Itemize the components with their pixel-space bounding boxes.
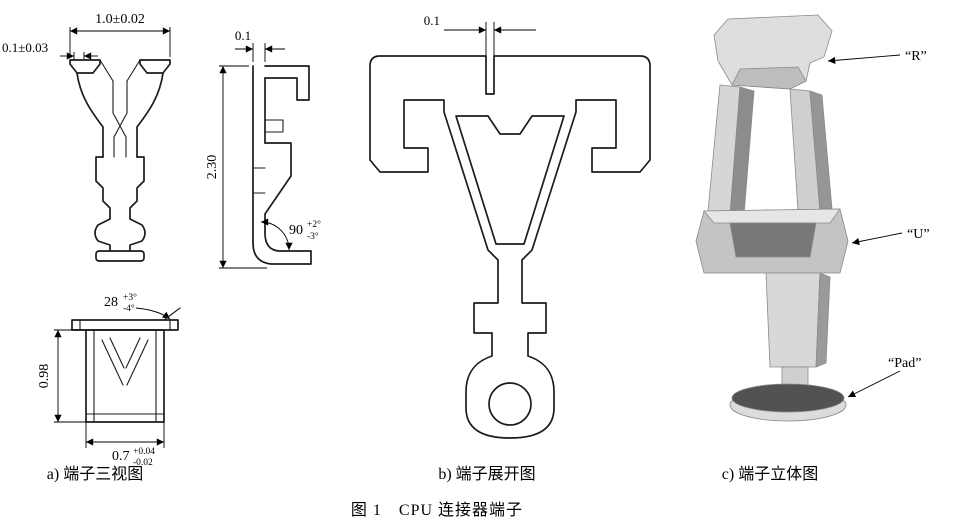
iso-callouts: “R” “U” “Pad” xyxy=(827,49,930,398)
dim-front-tab: 0.1±0.03 xyxy=(2,40,48,55)
dim-bottom-angle-base: 28 xyxy=(104,295,118,310)
flat-locating-hole xyxy=(488,382,532,426)
bottom-beam-slots xyxy=(101,337,149,386)
dim-bottom-width-sup: +0.04 xyxy=(133,447,155,457)
front-foot-pad xyxy=(95,250,145,262)
bottom-view-drawing: 28 +3° -4° 0.98 0.7 +0.04 -0.02 xyxy=(37,292,181,468)
dim-side-angle-sup: +2° xyxy=(307,219,321,230)
front-body xyxy=(94,156,146,252)
iso-u-bracket-top xyxy=(703,208,841,224)
front-view-drawing: 1.0±0.02 0.1±0.03 xyxy=(2,12,171,262)
side-strip xyxy=(252,65,266,244)
side-top-hook xyxy=(264,65,310,101)
iso-u-bracket-inner xyxy=(729,222,817,258)
flat-pattern-drawing: 0.1 xyxy=(369,13,651,439)
dim-side-angle-sub: -3° xyxy=(307,231,319,242)
bottom-terminal-outline xyxy=(71,307,181,423)
side-thickness-dimension: 0.1 xyxy=(235,28,285,62)
front-outer-beams xyxy=(76,72,164,158)
dim-bottom-angle-sub: -4° xyxy=(123,303,135,314)
iso-label-pad: “Pad” xyxy=(888,356,921,371)
side-bend-marks xyxy=(252,167,266,194)
dim-bottom-height: 0.98 xyxy=(37,364,52,389)
side-view-drawing: 0.1 2.30 90 +2° -3° xyxy=(205,28,321,269)
view-label-c: c) 端子立体图 xyxy=(721,466,819,483)
side-angle-dimension: 90 +2° -3° xyxy=(260,218,321,251)
flat-outer-contour xyxy=(369,55,651,439)
front-width-dimension: 1.0±0.02 xyxy=(69,12,171,57)
iso-pad-top xyxy=(731,383,845,413)
iso-terminal-render xyxy=(695,14,849,422)
iso-lower-leg-shade xyxy=(815,272,831,368)
flat-central-cutout xyxy=(455,115,565,245)
front-funnel-lines xyxy=(99,59,141,82)
dim-side-thickness: 0.1 xyxy=(235,28,251,43)
bottom-body xyxy=(85,329,165,423)
iso-label-r: “R” xyxy=(905,49,927,64)
view-label-a: a) 端子三视图 xyxy=(46,466,144,483)
bottom-flange xyxy=(71,319,179,331)
front-right-tab xyxy=(139,59,171,74)
dim-flat-slit: 0.1 xyxy=(424,13,440,28)
front-inner-beams xyxy=(112,80,128,158)
front-left-tab xyxy=(69,59,101,74)
dim-side-angle-base: 90 xyxy=(289,223,303,238)
iso-top-block-shade xyxy=(731,66,807,90)
iso-view-drawing: “R” “U” “Pad” xyxy=(695,14,930,422)
dim-bottom-angle-sup: +3° xyxy=(123,292,137,303)
dim-bottom-width-sub: -0.02 xyxy=(133,458,153,468)
side-step xyxy=(264,119,284,133)
side-mid-panel xyxy=(264,142,292,234)
dim-front-width: 1.0±0.02 xyxy=(95,12,145,27)
dim-side-height: 2.30 xyxy=(205,155,220,180)
bottom-height-dimension: 0.98 xyxy=(37,329,86,423)
front-tab-dimension: 0.1±0.03 xyxy=(2,40,98,60)
iso-label-u: “U” xyxy=(907,227,930,242)
iso-lower-leg xyxy=(765,272,821,368)
bottom-angle-dimension: 28 +3° -4° xyxy=(104,292,171,320)
view-label-b: b) 端子展开图 xyxy=(438,466,536,483)
bottom-width-dimension: 0.7 +0.04 -0.02 xyxy=(85,422,165,468)
bottom-body-walls xyxy=(85,329,165,423)
dim-bottom-width-base: 0.7 xyxy=(112,449,130,464)
figure-caption: 图 1 CPU 连接器端子 xyxy=(350,502,524,519)
bottom-flange-details xyxy=(79,307,181,331)
flat-slit-dimension: 0.1 xyxy=(424,13,536,56)
side-height-dimension: 2.30 xyxy=(205,65,267,269)
front-terminal-outline xyxy=(69,59,171,262)
iso-stem xyxy=(781,366,809,386)
